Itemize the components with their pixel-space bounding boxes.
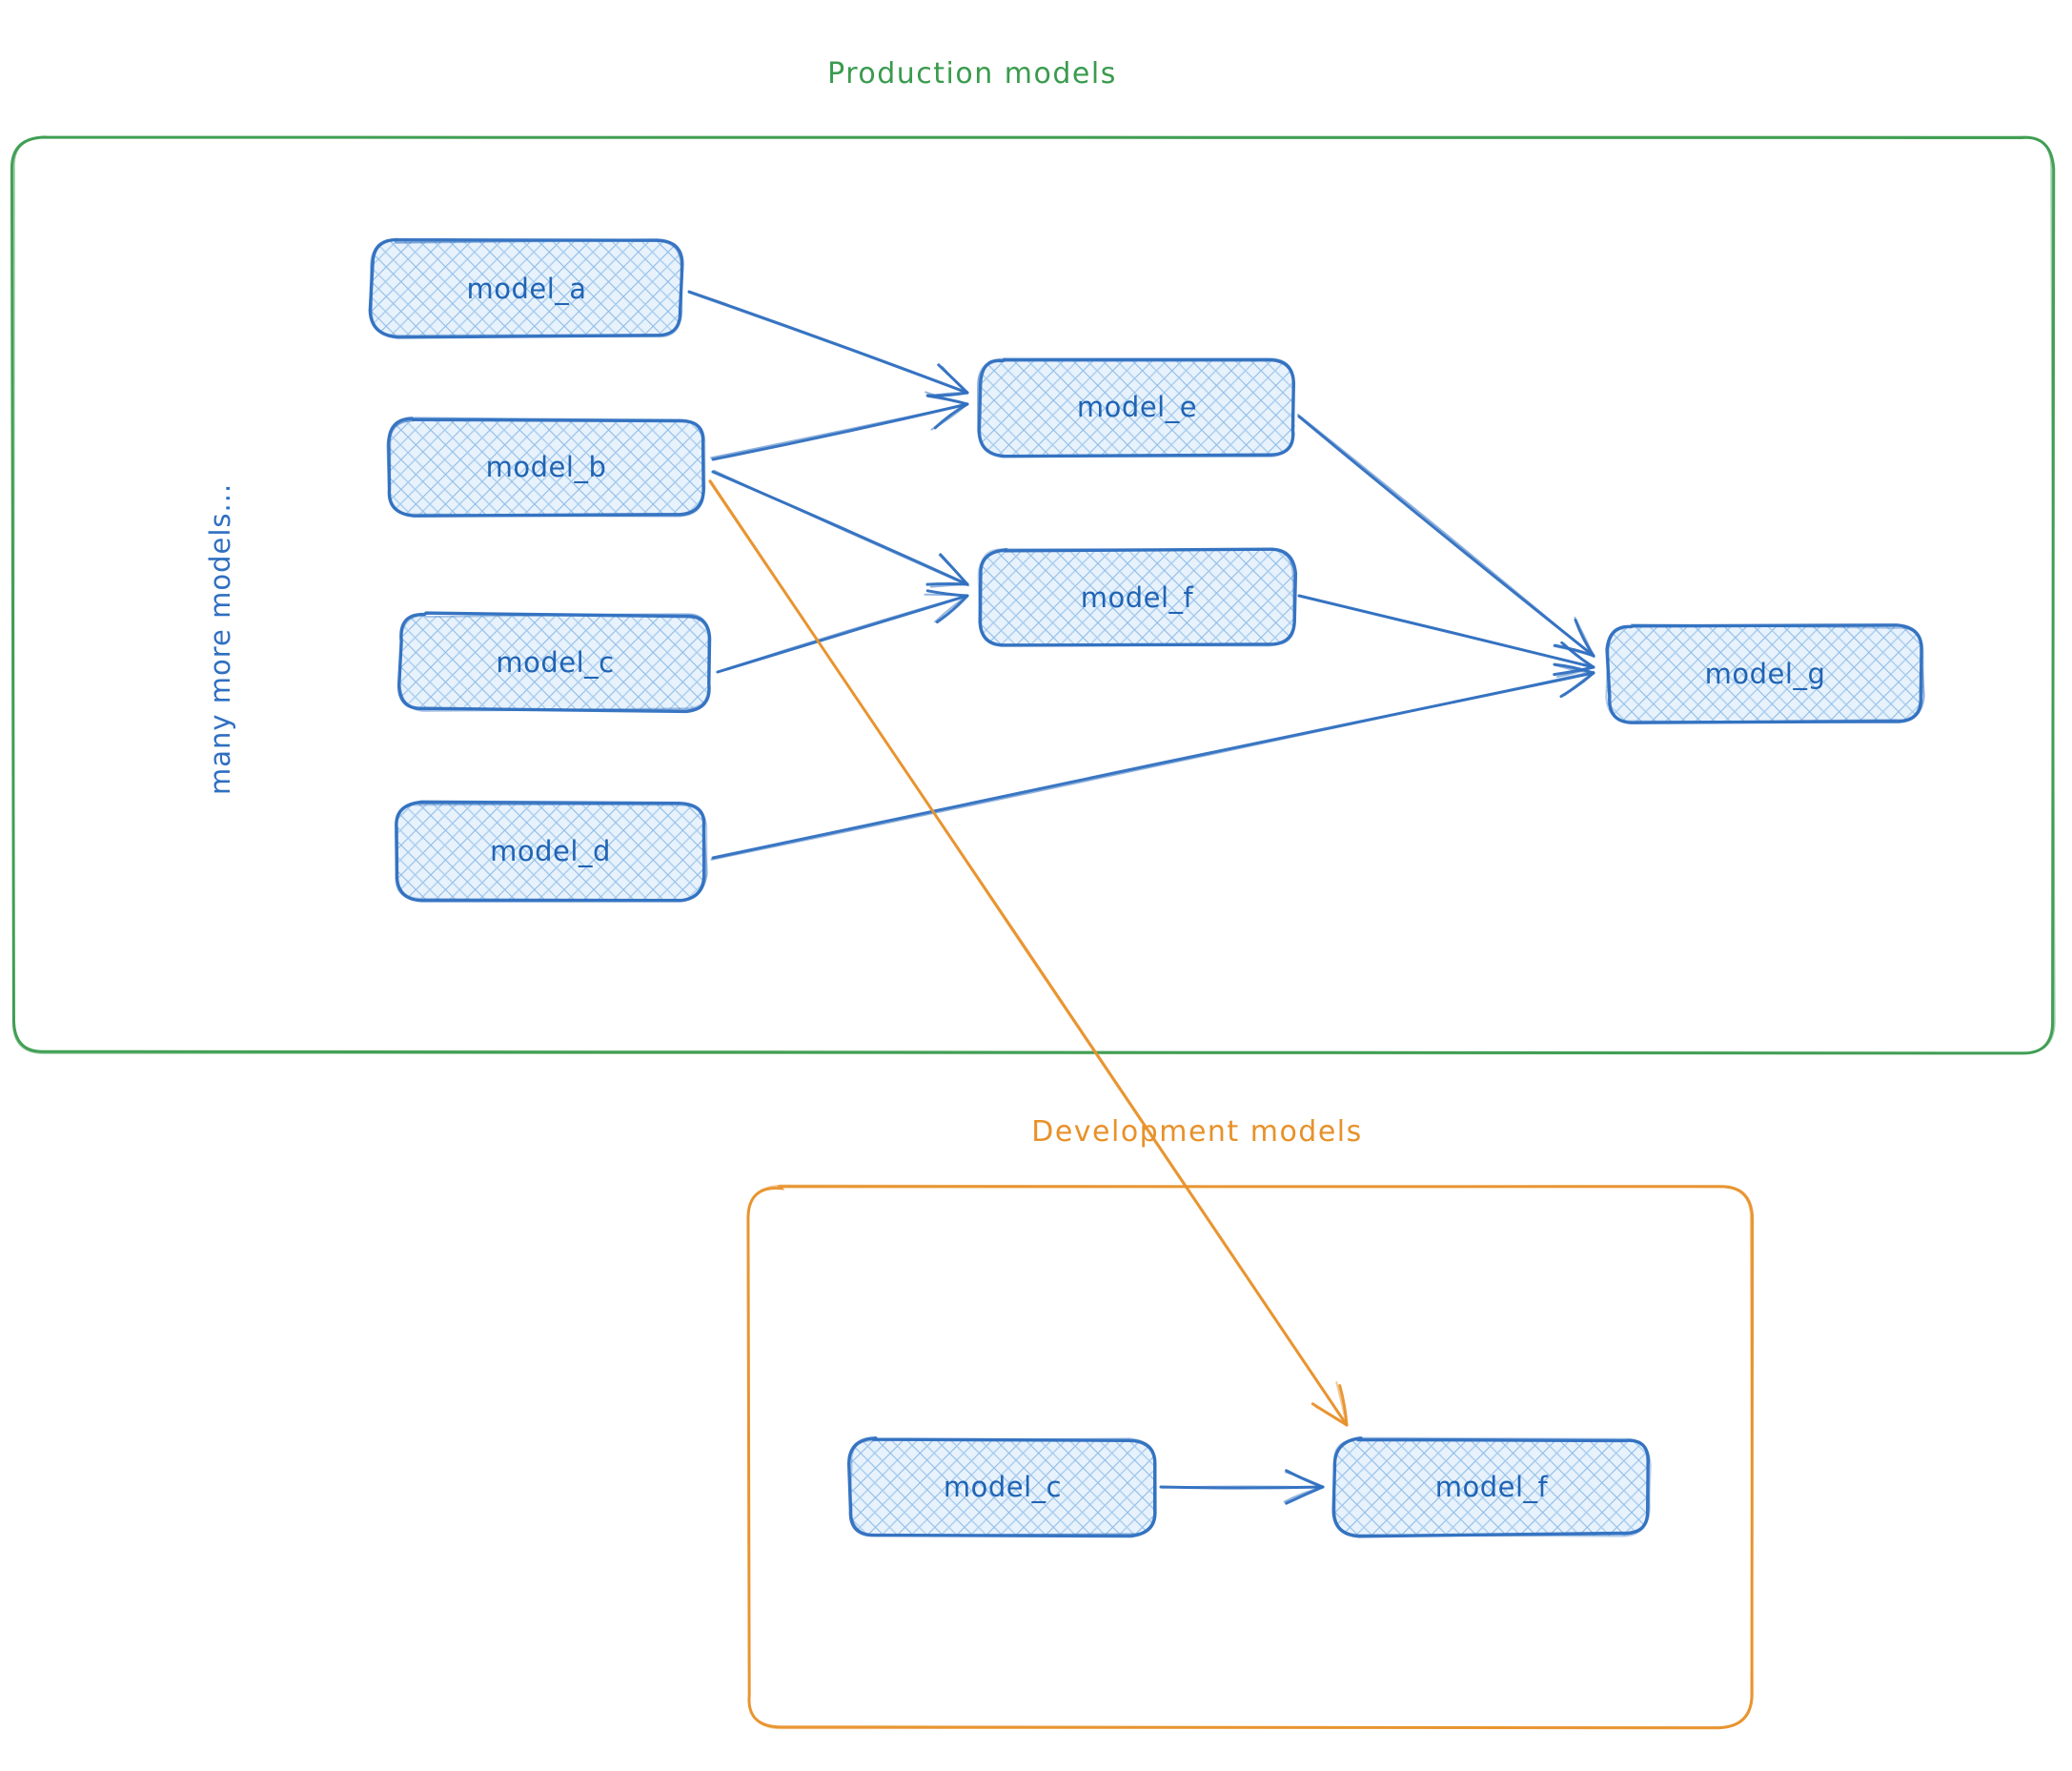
- group-container-development: [746, 1184, 1755, 1730]
- group-containers-layer: [10, 135, 2056, 1730]
- edge-devc-to-devf: [1159, 1469, 1325, 1505]
- edge-b-to-dev-f: [708, 478, 1349, 1427]
- edge-f-to-g: [1297, 594, 1595, 679]
- node-prod_model_b[interactable]: [386, 417, 706, 518]
- node-prod_model_e[interactable]: [977, 356, 1296, 458]
- group-container-production: [10, 135, 2056, 1055]
- edge-a-to-e: [687, 290, 969, 397]
- node-prod_model_a[interactable]: [368, 237, 684, 339]
- edge-c-to-f: [716, 589, 969, 674]
- node-prod_model_g[interactable]: [1605, 623, 1925, 724]
- node-prod_model_f[interactable]: [977, 547, 1298, 647]
- nodes-layer: [368, 237, 1925, 1538]
- node-dev_model_c[interactable]: [846, 1435, 1158, 1538]
- node-prod_model_d[interactable]: [394, 800, 708, 903]
- edge-e-to-g: [1296, 414, 1595, 659]
- edge-b-to-f: [711, 469, 970, 588]
- edge-d-to-g: [710, 662, 1595, 861]
- edge-b-to-e: [710, 391, 969, 461]
- edges-layer: [687, 290, 1595, 1505]
- node-dev_model_f[interactable]: [1331, 1436, 1652, 1538]
- node-prod_model_c[interactable]: [396, 611, 712, 714]
